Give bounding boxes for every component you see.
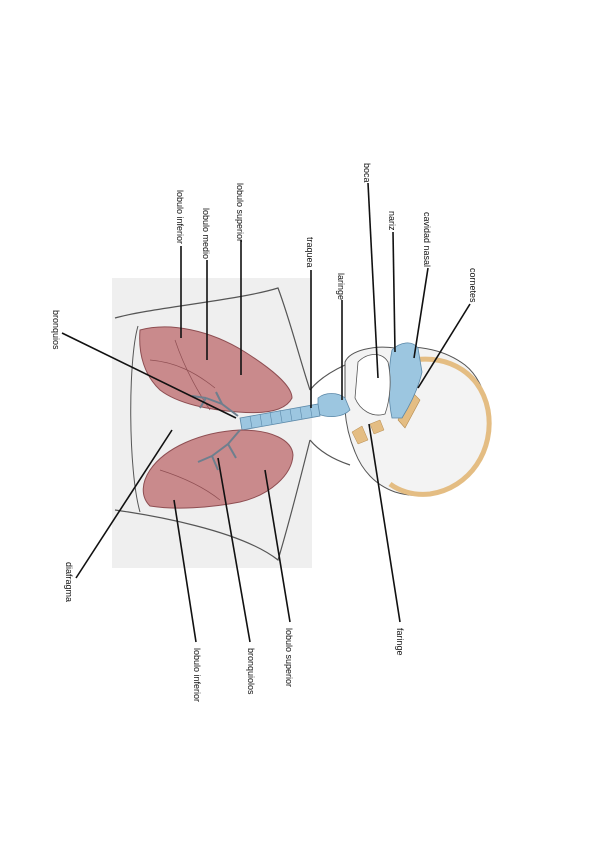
body-outline	[114, 287, 351, 562]
jaw-bone	[351, 425, 369, 445]
diaphragm-shape	[130, 325, 141, 513]
leader-cornetes	[417, 303, 471, 389]
label-lobulo-inferior-bottom: lobulo inferior	[192, 648, 202, 702]
leader-cavidad-nasal	[413, 267, 429, 359]
leader-lines	[61, 182, 471, 643]
bronchi-upper	[191, 391, 239, 417]
leader-nariz	[392, 231, 396, 353]
skull-bone	[388, 356, 492, 497]
label-faringe: faringe	[395, 628, 405, 656]
label-cornetes: cornetes	[468, 268, 478, 303]
bronchi-lower	[197, 429, 241, 471]
label-lobulo-medio: lobulo medio	[201, 208, 211, 259]
label-diafragma: diafragma	[64, 562, 74, 602]
label-laringe: laringe	[336, 273, 346, 300]
label-lobulo-inferior-top: lobulo inferior	[175, 190, 185, 244]
leader-lobulo-inferior-bottom	[173, 499, 197, 643]
leader-lobulo-superior-bottom	[264, 469, 291, 623]
lung-lower	[142, 429, 294, 509]
label-lobulo-superior-top: lobulo superior	[235, 183, 245, 242]
lung-upper	[139, 326, 293, 417]
label-lobulo-superior-bottom: lobulo superior	[284, 628, 294, 687]
head-region	[317, 342, 492, 497]
label-nariz: nariz	[387, 211, 397, 231]
mouth-cavity-shape	[354, 354, 391, 416]
label-cavidad-nasal: cavidad nasal	[422, 212, 432, 267]
label-traquea: traquea	[305, 237, 315, 268]
leader-bronquiolos	[217, 457, 251, 643]
leader-bronquios-top	[61, 332, 237, 419]
label-bronquiolos: bronquiolos	[246, 648, 256, 695]
leader-faringe	[368, 423, 401, 623]
leader-diafragma	[75, 429, 173, 579]
labels: bronquios lobulo inferior lobulo medio l…	[51, 163, 478, 702]
trachea	[239, 403, 321, 431]
hyoid-bone	[369, 419, 385, 435]
label-boca: boca	[362, 163, 372, 183]
label-bronquios-top: bronquios	[51, 310, 61, 350]
leader-boca	[367, 182, 379, 379]
